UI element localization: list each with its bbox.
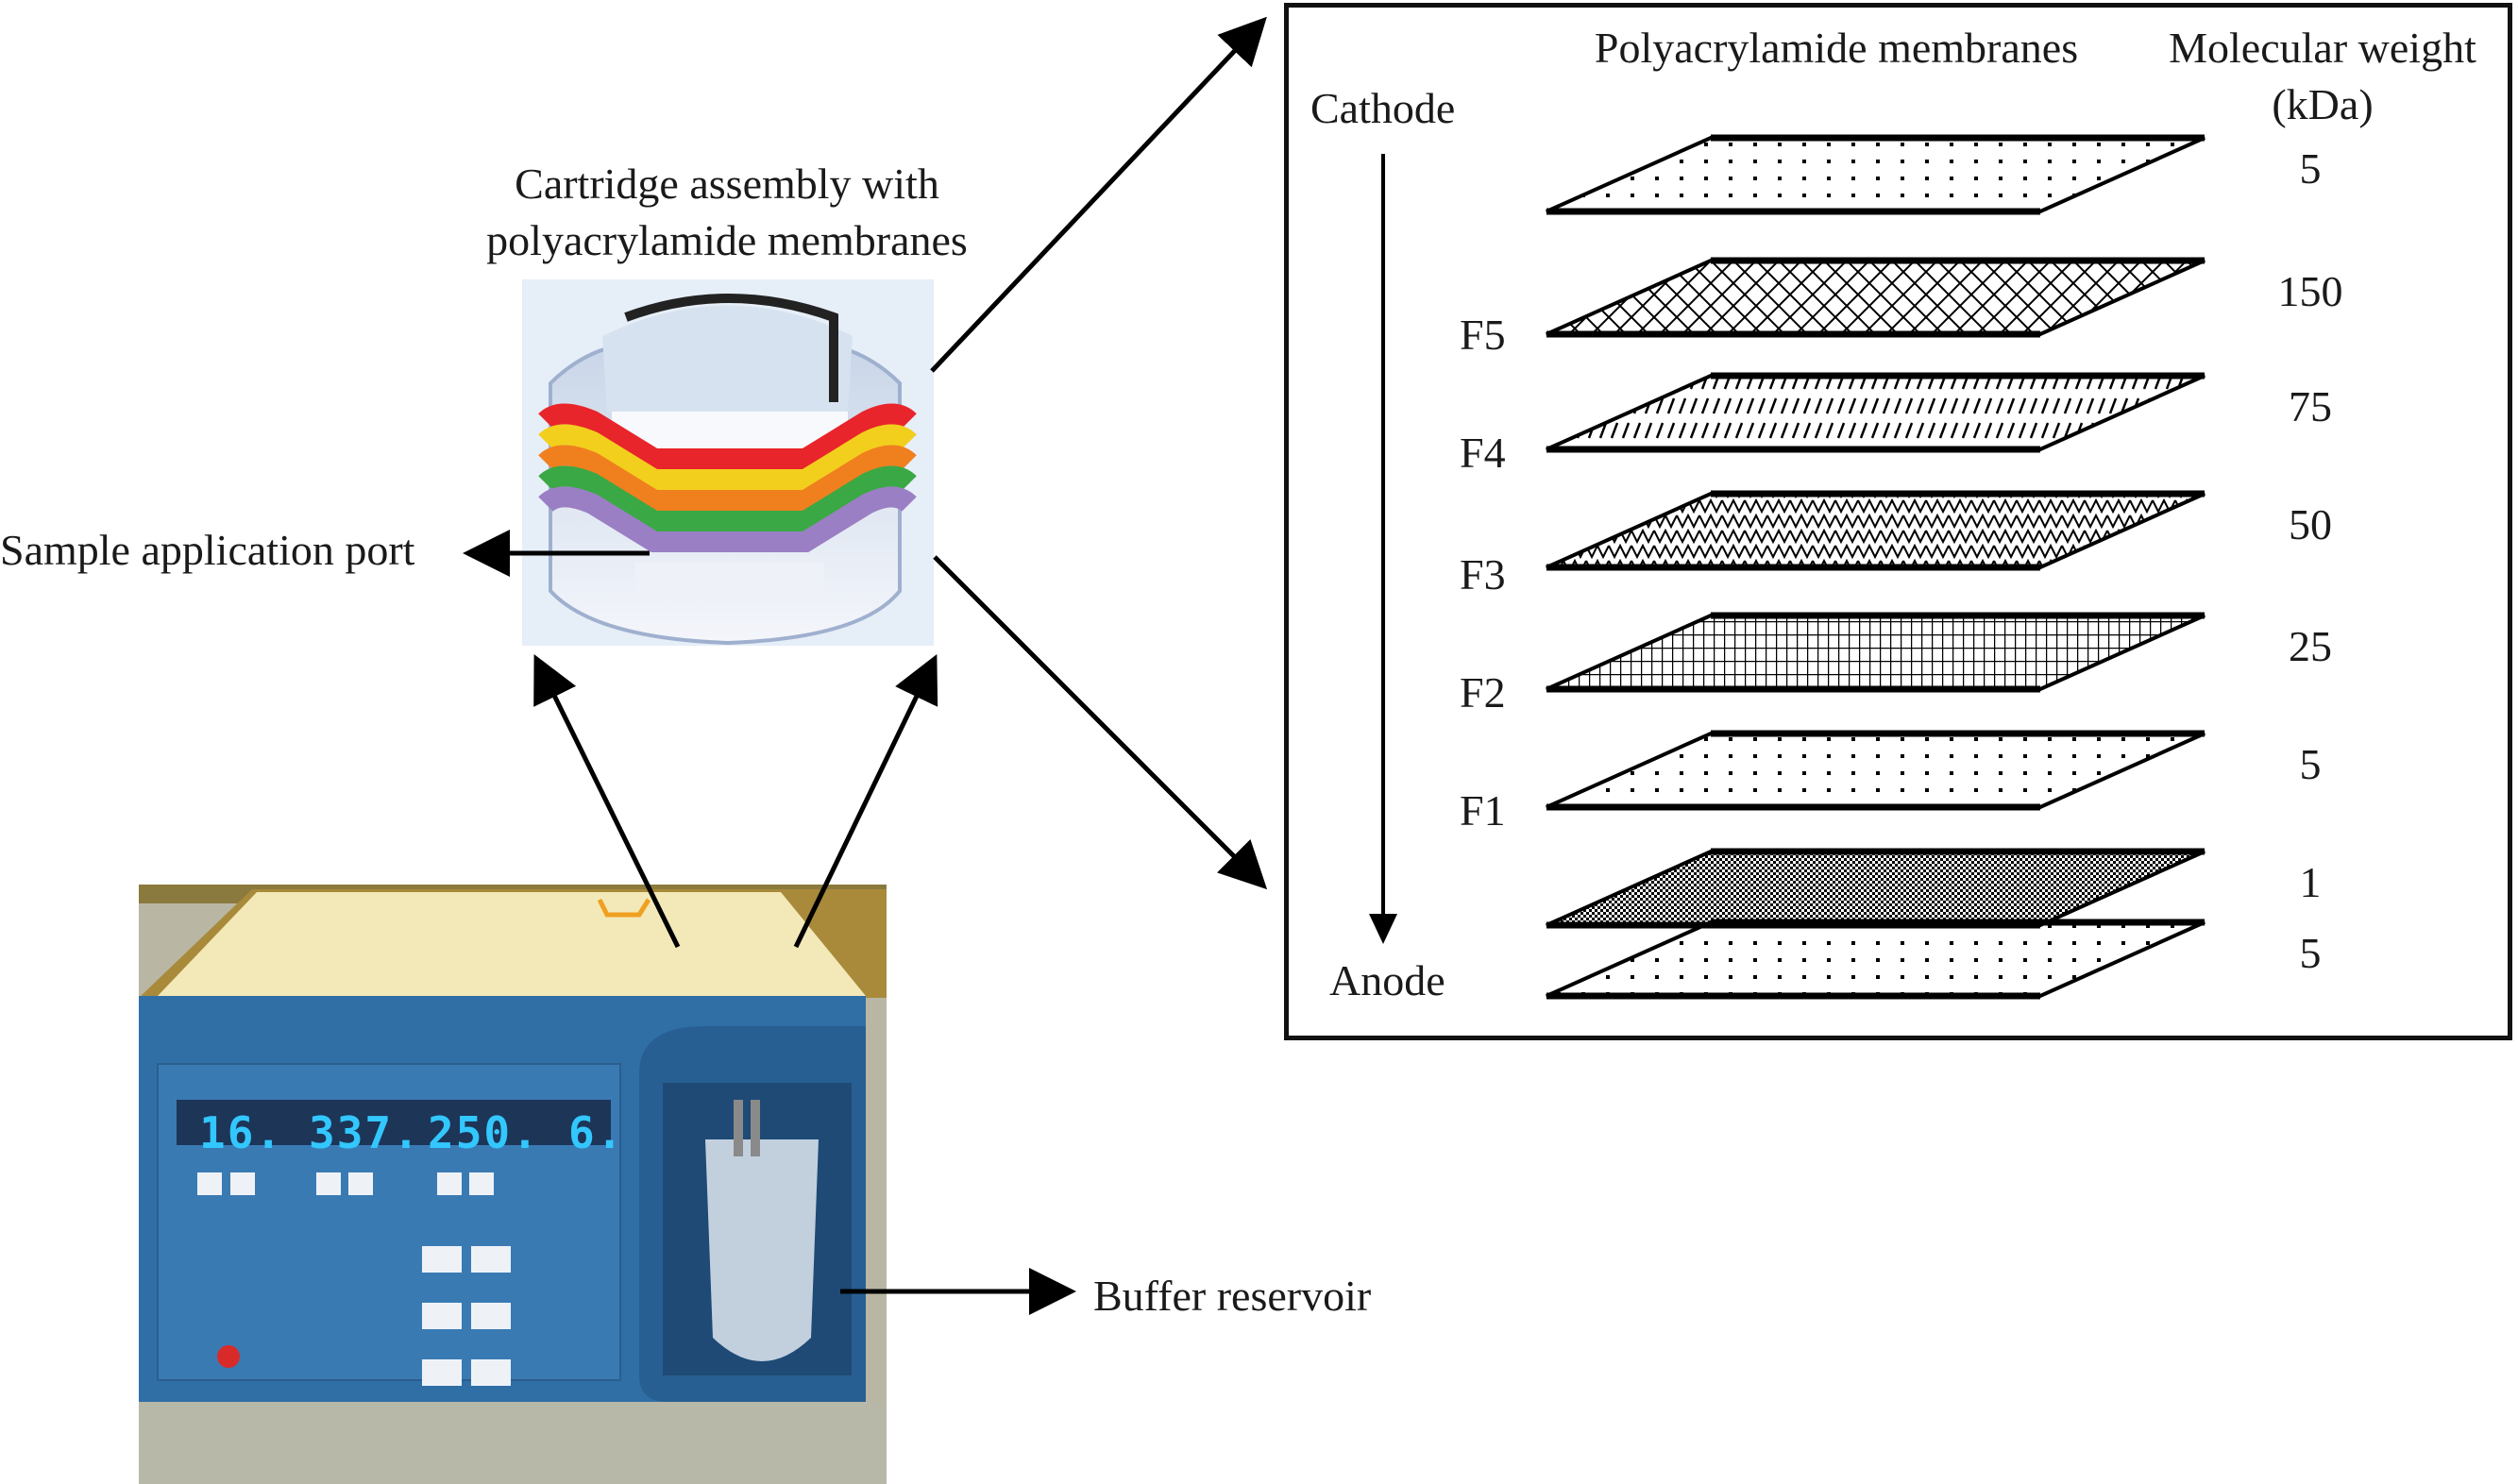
brand-logo bbox=[217, 1345, 240, 1368]
mw-header-line1: Molecular weight bbox=[2169, 24, 2476, 72]
membrane-band bbox=[538, 465, 917, 531]
fraction-label: F5 bbox=[1460, 311, 1506, 359]
mw-header-line2: (kDa) bbox=[2272, 80, 2374, 128]
fraction-label: F1 bbox=[1460, 786, 1506, 835]
instrument-illustration bbox=[139, 885, 887, 1484]
molecular-weight-value: 1 bbox=[2299, 858, 2322, 906]
membrane-band bbox=[538, 445, 917, 511]
membrane-stack-panel bbox=[1284, 3, 2512, 1040]
cartridge-title-line2: polyacrylamide membranes bbox=[486, 216, 968, 264]
molecular-weight-value: 75 bbox=[2289, 382, 2332, 430]
fraction-label: F2 bbox=[1460, 668, 1506, 717]
membrane-band bbox=[538, 486, 917, 552]
readout-current: 6. bbox=[568, 1107, 625, 1158]
anode-label: Anode bbox=[1329, 956, 1445, 1004]
membrane-band bbox=[538, 424, 917, 490]
molecular-weight-value: 5 bbox=[2299, 740, 2322, 788]
fraction-label: F3 bbox=[1460, 550, 1506, 599]
readout-temperature: 16. bbox=[199, 1107, 284, 1158]
buffer-reservoir-label: Buffer reservoir bbox=[1093, 1272, 1372, 1320]
fraction-label: F4 bbox=[1460, 429, 1506, 477]
cartridge-handle bbox=[624, 294, 838, 402]
molecular-weight-value: 25 bbox=[2289, 622, 2332, 670]
membrane-bands bbox=[538, 403, 917, 552]
cathode-label: Cathode bbox=[1310, 84, 1456, 132]
cartridge-title-line1: Cartridge assembly with bbox=[515, 160, 939, 208]
cartridge-photo bbox=[522, 279, 934, 646]
molecular-weight-value: 5 bbox=[2299, 144, 2322, 193]
molecular-weight-value: 150 bbox=[2277, 267, 2343, 315]
membrane-band bbox=[538, 403, 917, 469]
arrow-cartridge-to-panel-bottom bbox=[933, 555, 1268, 890]
buffer-reservoir-vessel bbox=[705, 1139, 819, 1361]
control-buttons bbox=[422, 1246, 511, 1386]
cartridge-illustration bbox=[538, 294, 917, 646]
instrument-top-lid bbox=[158, 892, 866, 996]
display-strip bbox=[177, 1100, 611, 1145]
sample-port-label: Sample application port bbox=[0, 526, 415, 574]
instrument-photo: 16. 337. 250. 6. bbox=[139, 885, 887, 1484]
readout-time: 337. bbox=[309, 1107, 421, 1158]
arrow-buttons bbox=[197, 1172, 494, 1195]
molecular-weight-value: 50 bbox=[2289, 500, 2332, 548]
readout-voltage: 250. bbox=[428, 1107, 540, 1158]
cartridge-lid bbox=[602, 305, 853, 412]
membranes-header: Polyacrylamide membranes bbox=[1594, 24, 2079, 72]
cartridge-lower-chamber bbox=[635, 563, 824, 600]
molecular-weight-value: 5 bbox=[2299, 929, 2322, 977]
